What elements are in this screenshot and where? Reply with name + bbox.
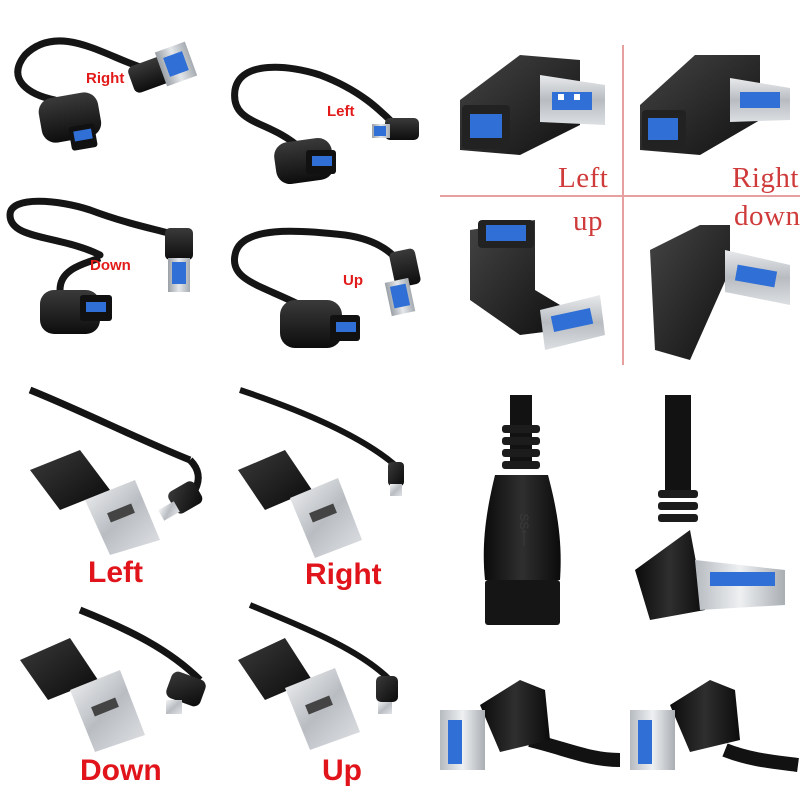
adapter-left bbox=[460, 55, 605, 155]
micro-usb-cables-illustration bbox=[20, 386, 404, 752]
usb3-angled-plug-right bbox=[630, 680, 799, 772]
adapter-label-left: Left bbox=[558, 162, 609, 194]
adapter-up bbox=[470, 220, 605, 350]
cable-left bbox=[231, 63, 419, 185]
label-right: Right bbox=[86, 70, 125, 87]
micro-label-right: Right bbox=[305, 558, 382, 591]
usb3-cables-illustration bbox=[6, 37, 421, 348]
panel-usb3-closeups: SS⟵ bbox=[430, 380, 800, 800]
label-down: Down bbox=[90, 257, 131, 274]
adapter-label-down: down bbox=[734, 200, 800, 232]
micro-label-down: Down bbox=[80, 754, 162, 787]
cable-right bbox=[14, 37, 198, 151]
usb3-adapters-illustration bbox=[460, 55, 790, 360]
adapter-right bbox=[640, 55, 790, 155]
cable-up bbox=[230, 227, 421, 348]
adapter-label-right: Right bbox=[732, 162, 799, 194]
cable-down bbox=[6, 197, 193, 334]
divider-vertical bbox=[622, 45, 624, 365]
usb3-angled-plug-left bbox=[440, 680, 621, 770]
panel-usb3-adapters: Left Right up down bbox=[440, 30, 800, 370]
label-left: Left bbox=[327, 103, 355, 120]
usb3-angled-male bbox=[635, 395, 785, 620]
usb3-closeups-illustration: SS⟵ bbox=[440, 395, 799, 772]
panel-usb3-cables: Right Left Down Up bbox=[0, 0, 440, 370]
micro-cable-up bbox=[238, 602, 398, 750]
adapter-label-up: up bbox=[573, 205, 603, 237]
micro-label-left: Left bbox=[88, 556, 143, 589]
micro-cable-right bbox=[238, 387, 404, 558]
label-up: Up bbox=[343, 272, 363, 289]
svg-text:SS⟵: SS⟵ bbox=[517, 513, 531, 546]
micro-cable-down bbox=[20, 606, 206, 752]
micro-cable-left bbox=[28, 386, 203, 555]
panel-micro-usb-cables: Left Right Down Up bbox=[0, 380, 420, 800]
micro-label-up: Up bbox=[322, 754, 362, 787]
adapter-down bbox=[650, 225, 790, 360]
usb3-female-extension: SS⟵ bbox=[483, 395, 561, 625]
divider-horizontal bbox=[440, 195, 800, 197]
